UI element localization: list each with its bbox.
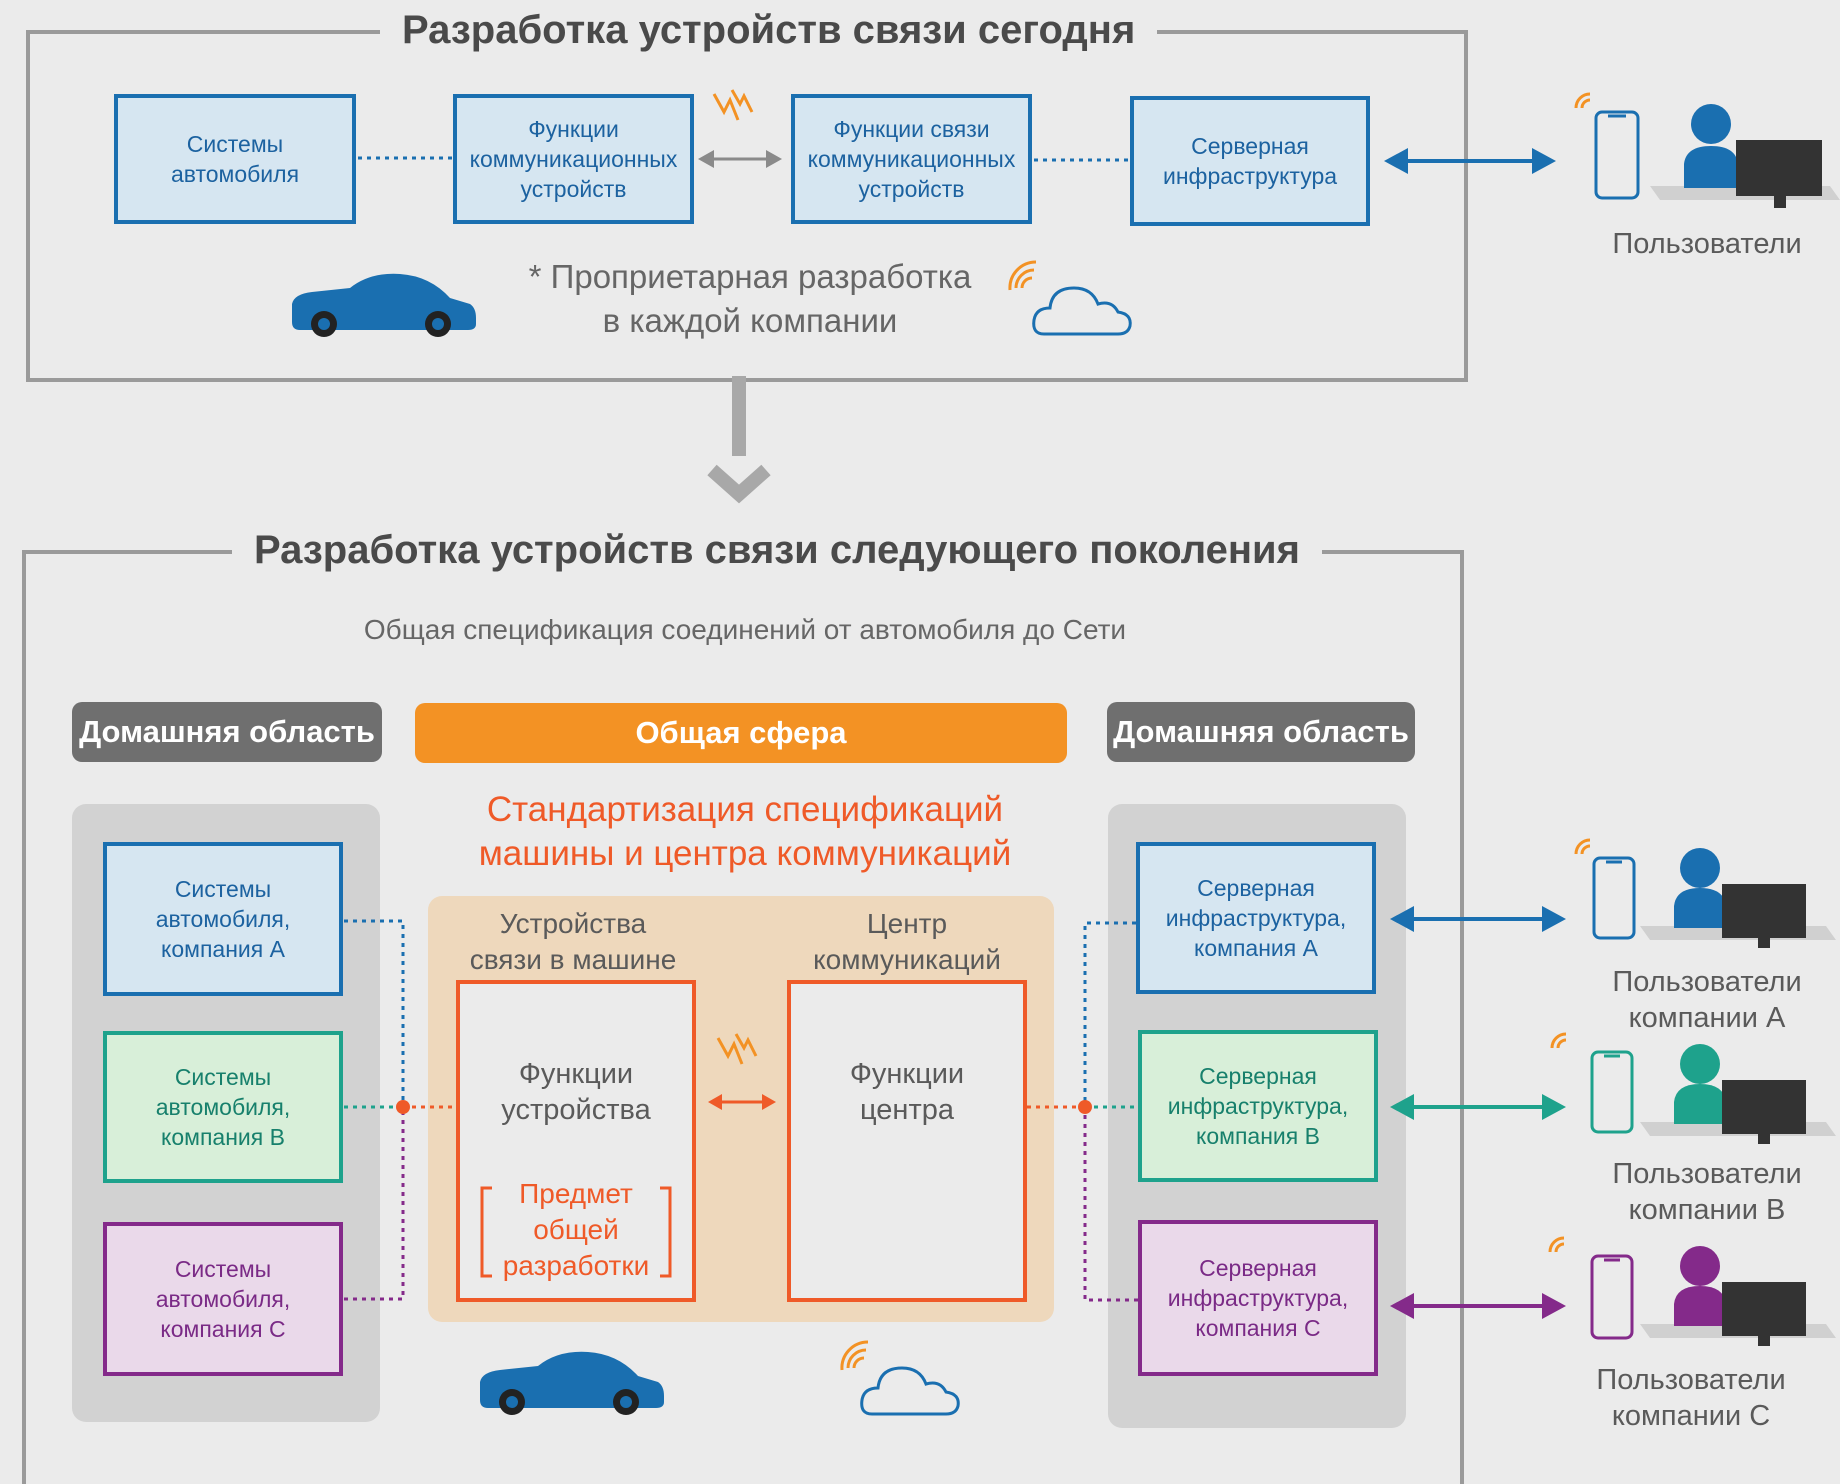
wireless-signal-icon [1574,92,1591,109]
right-dotted-connectors [1027,921,1138,1302]
standardization-line2: машины и центра коммуникаций [478,834,1012,873]
vehicle-systems-company-c: Системы автомобиля, компания C [103,1222,343,1376]
monitor-icon [1736,140,1822,208]
center-functions-box [787,980,1027,1302]
top-box-vehicle-systems: Системы автомобиля [114,94,356,224]
server-infra-company-b: Серверная инфраструктура, компания B [1138,1030,1378,1182]
user-icon [1674,1044,1726,1124]
down-arrow [707,376,771,504]
users-company-c-icons [1548,1236,1836,1346]
device-functions-label: Функции устройства [501,1058,651,1126]
wireless-signal-icon [1008,260,1037,291]
device-functions-inner [460,984,692,1298]
wireless-signal-icon [1548,1236,1565,1253]
users-company-a-label: Пользователи компании A [1612,966,1802,1034]
top-users-label: Пользователи [1612,228,1802,260]
smartphone-icon [1592,856,1636,940]
orange-double-arrow [708,1094,776,1110]
monitor-icon [1722,1080,1806,1144]
server-infra-company-c: Серверная инфраструктура, компания C [1138,1220,1378,1376]
lightning-icon [712,89,754,121]
shared-subject-label: Предмет общей разработки [502,1178,650,1281]
top-box-server-infra: Серверная инфраструктура [1130,96,1370,226]
standardization-line1: Стандартизация спецификаций [486,790,1004,829]
top-box-comm-functions: Функции связи коммуникационных устройств [791,94,1032,224]
user-icon [1674,1246,1726,1326]
top-title: Разработка устройств связи сегодня [380,6,1158,54]
users-company-b-icons [1550,1032,1836,1144]
top-note-line1: * Проприетарная разработка [528,258,972,295]
cloud-icon [1032,286,1132,336]
arrow-to-users-b [1390,1094,1566,1120]
center-functions-label: Функции центра [849,1058,965,1126]
wireless-signal-icon [840,1340,869,1371]
smartphone-icon [1594,110,1640,200]
wireless-signal-icon [1574,838,1591,855]
center-header: Центр коммуникаций [813,908,1001,975]
top-gray-double-arrow [698,150,782,168]
smartphone-icon [1590,1254,1634,1340]
users-company-b-label: Пользователи компании B [1612,1158,1802,1226]
lightning-icon [716,1033,758,1065]
users-company-a-icons [1574,838,1836,948]
bottom-subtitle: Общая спецификация соединений от автомоб… [363,614,1127,645]
car-icon [292,273,476,337]
users-company-c-label: Пользователи компании C [1596,1364,1786,1432]
top-blue-double-arrow [1384,148,1556,174]
top-box-device-functions: Функции коммуникационных устройств [453,94,694,224]
arrow-to-users-a [1390,906,1566,932]
vehicle-systems-company-a: Системы автомобиля, компания A [103,842,343,996]
device-header: Устройства связи в машине [469,908,677,975]
device-functions-box [456,980,696,1302]
home-area-left-label: Домашняя область [72,702,382,762]
car-icon [480,1351,664,1415]
smartphone-icon [1590,1050,1634,1134]
vehicle-systems-company-b: Системы автомобиля, компания B [103,1031,343,1183]
wireless-signal-icon [1550,1032,1567,1049]
top-users-icons [1574,92,1840,208]
common-area-label: Общая сфера [415,703,1067,763]
server-infra-company-a: Серверная инфраструктура, компания A [1136,842,1376,994]
arrow-to-users-c [1390,1293,1566,1319]
cloud-icon [860,1366,960,1416]
shared-subject-bracket [480,1186,672,1278]
monitor-icon [1722,884,1806,948]
monitor-icon [1722,1282,1806,1346]
user-icon [1684,104,1738,188]
user-icon [1674,848,1726,928]
left-dotted-connectors [344,919,456,1301]
home-area-right-label: Домашняя область [1107,702,1415,762]
top-note-line2: в каждой компании [602,302,898,339]
bottom-title: Разработка устройств связи следующего по… [232,526,1322,574]
